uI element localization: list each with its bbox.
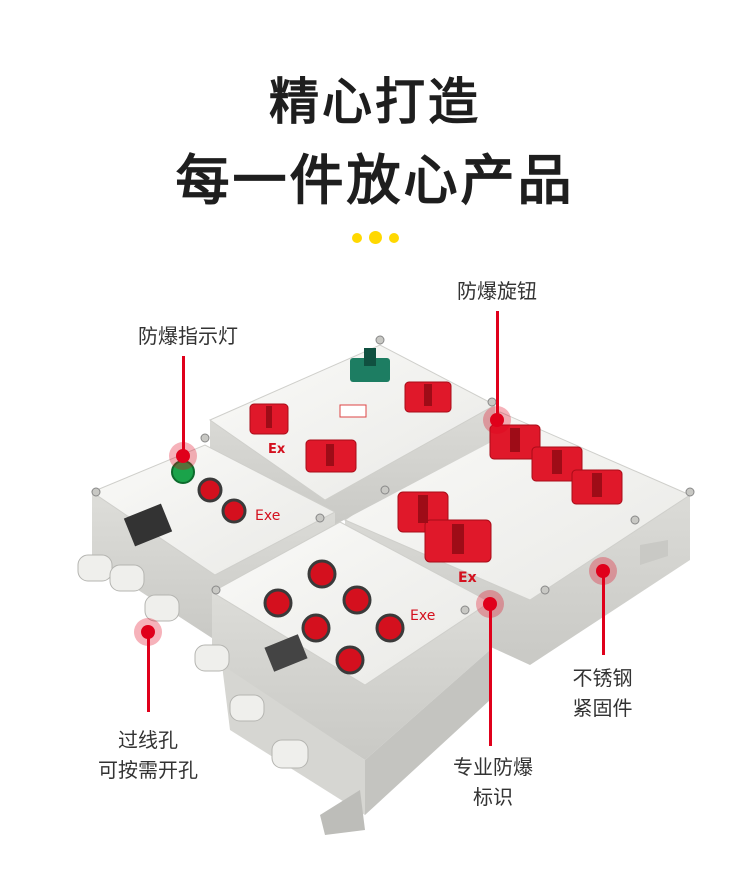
decor-dot [369,231,382,244]
callout-cable-hole-line2: 可按需开孔 [98,758,198,782]
headline-line1: 精心打造 [269,73,481,131]
callout-fastener-line1: 不锈钢 [572,666,633,690]
callout-marking-label: 专业防爆 标识 [433,752,553,812]
headline-line2: 每一件放心产品 [175,149,575,212]
ex-mark: Ex [268,442,286,457]
callout-indicator-label: 防爆指示灯 [138,324,238,348]
callout-knob-line [496,311,499,419]
decor-dot [352,233,362,243]
callout-cable-hole-line1: 过线孔 [118,728,178,752]
ex-mark: Ex [458,570,477,586]
callout-indicator-marker [169,442,197,470]
exe-mark: Exe [255,508,280,524]
callout-knob-marker [483,406,511,434]
decor-dot [389,233,399,243]
callout-marking-line [489,608,492,746]
callout-fastener-line [602,575,605,655]
callout-knob-label: 防爆旋钮 [457,279,537,303]
callout-cable-hole-label: 过线孔 可按需开孔 [83,725,213,785]
callout-marking-line2: 标识 [473,785,513,809]
callout-marking-line1: 专业防爆 [453,755,533,779]
callout-cable-hole-line [147,636,150,712]
exe-mark: Exe [410,608,435,624]
callout-fastener-label: 不锈钢 紧固件 [555,663,650,723]
callout-indicator-line [182,356,185,456]
callout-fastener-line2: 紧固件 [572,696,633,720]
